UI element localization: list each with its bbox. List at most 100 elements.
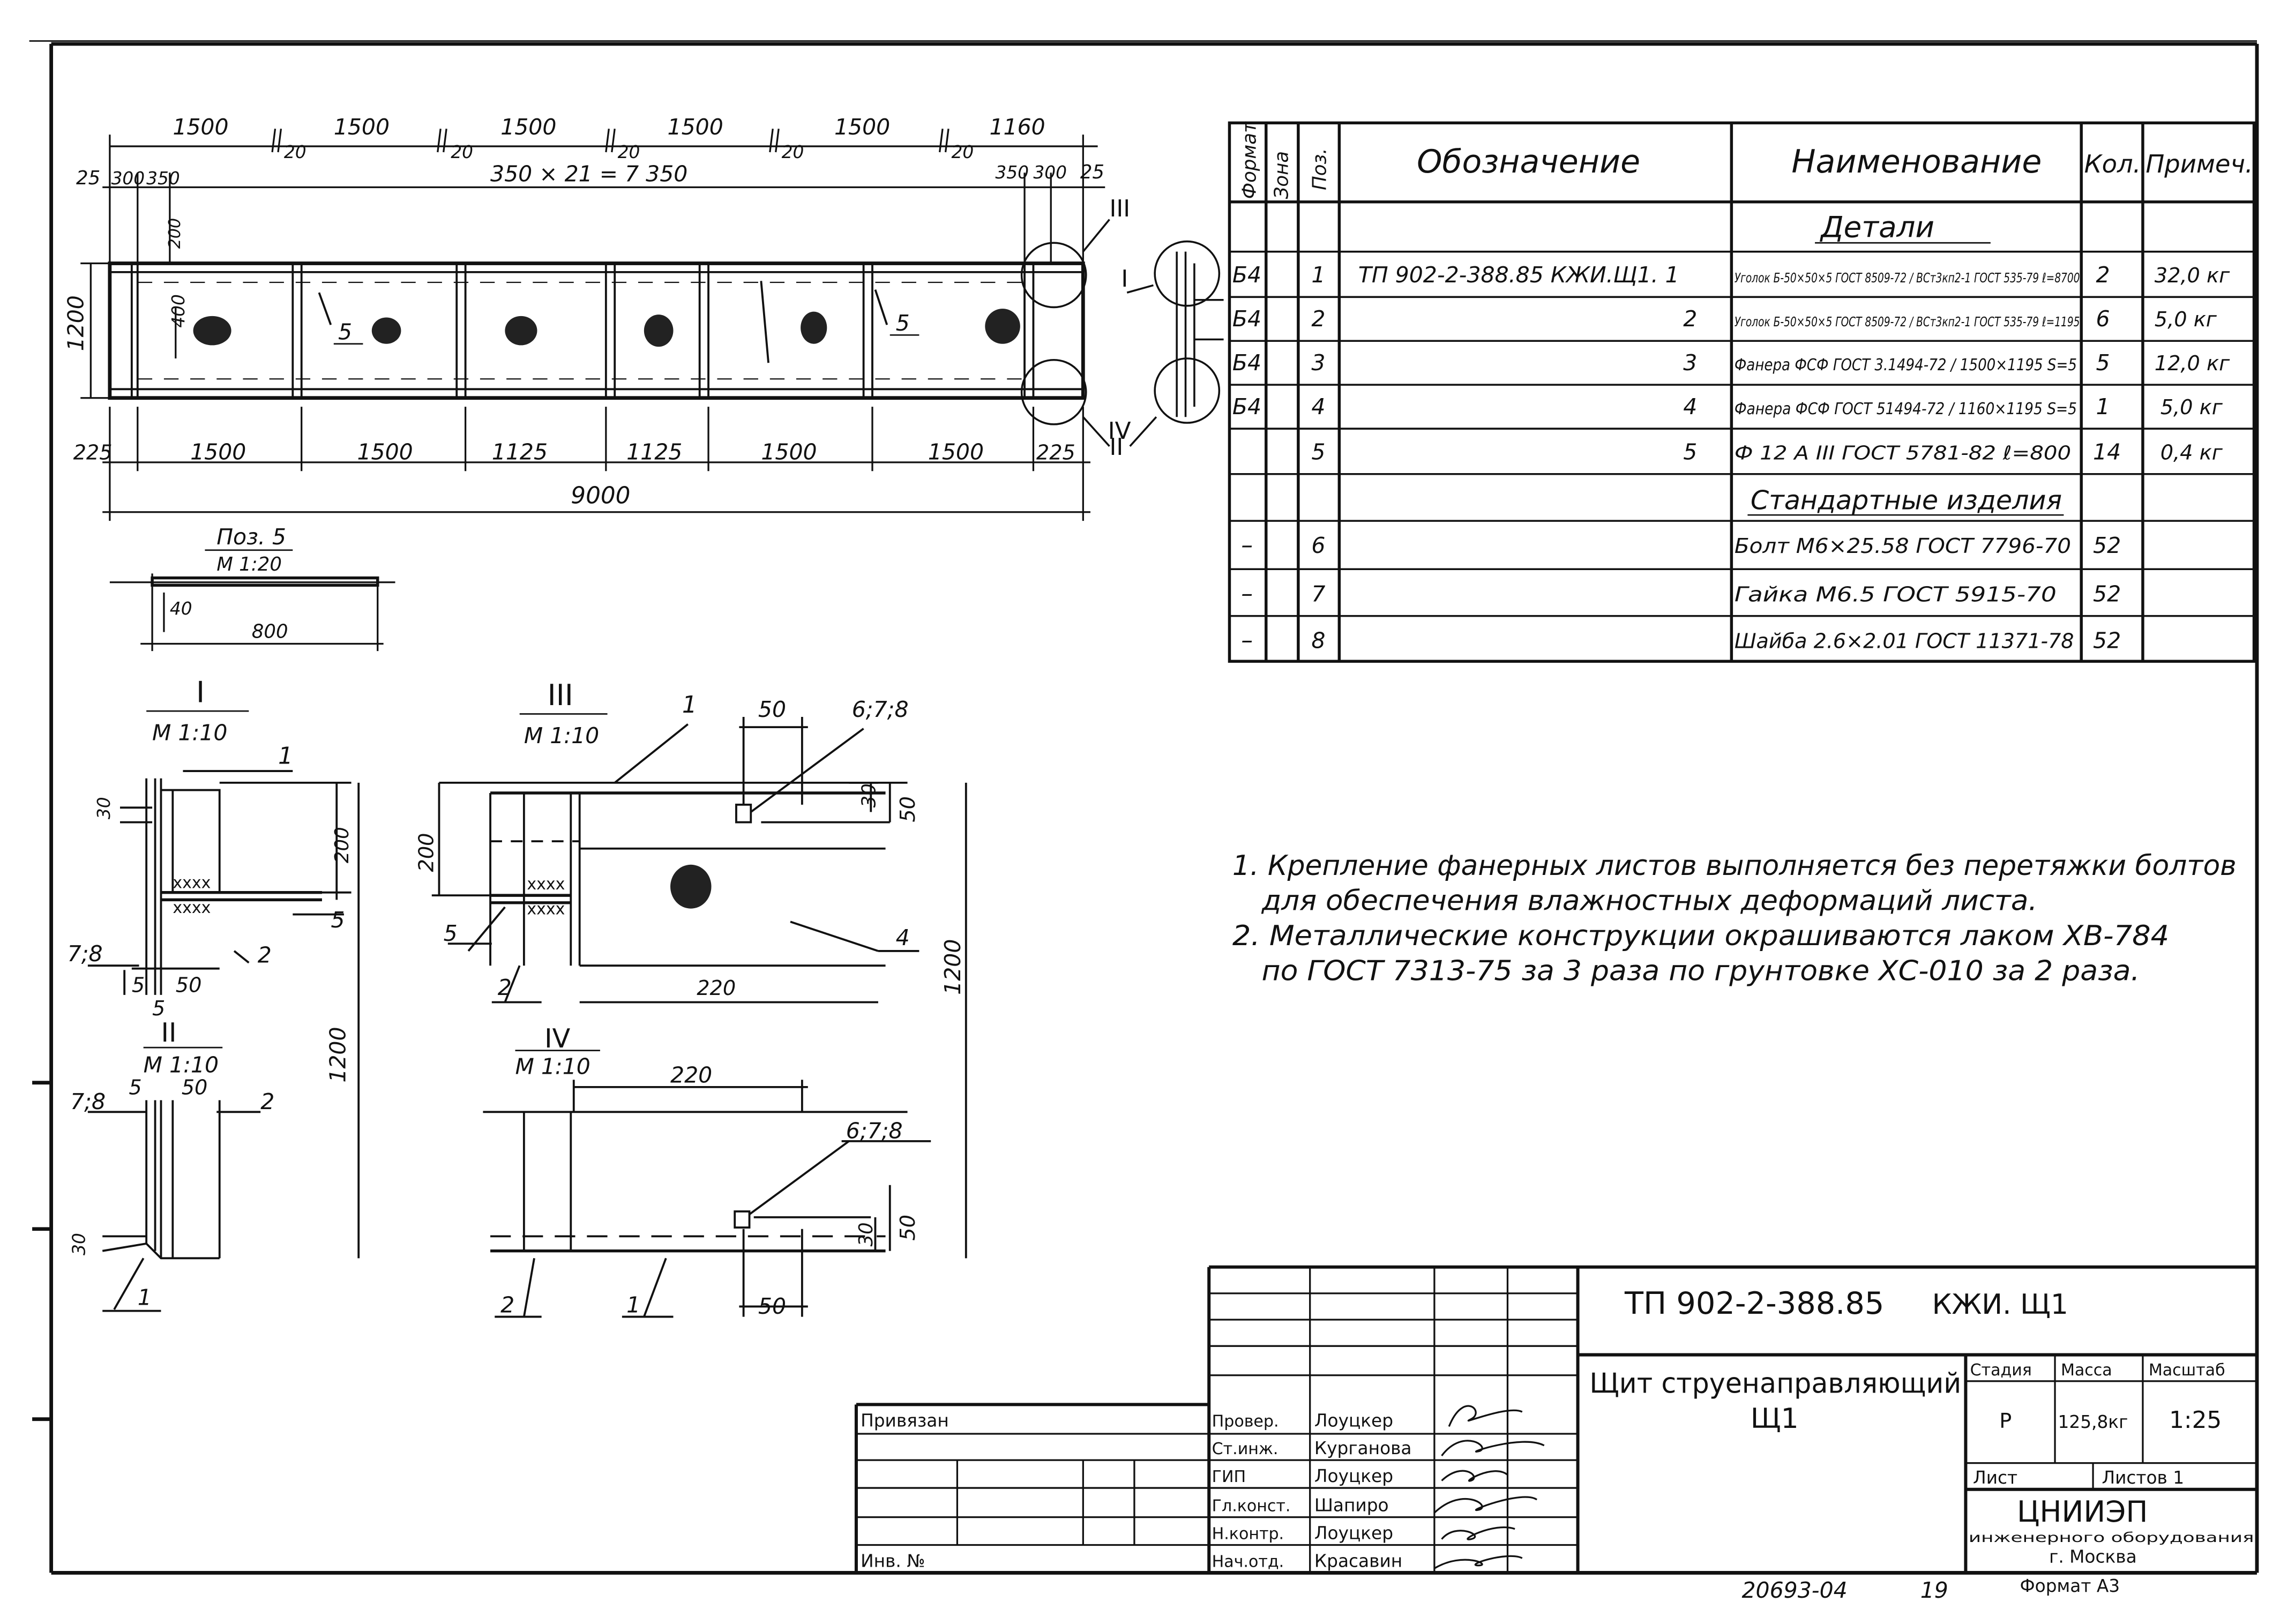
section-details: Детали	[1820, 209, 1934, 244]
detI-5: 5	[331, 907, 345, 933]
dim-total-9000: 9000	[571, 482, 630, 509]
tb-code: ТП 902-2-388.85	[1624, 1285, 1884, 1321]
row4-pos: 4	[1311, 394, 1325, 420]
detIII-weld1: xxxx	[527, 875, 565, 894]
row4-note: 5,0 кг	[2161, 396, 2223, 420]
row7-fmt: –	[1241, 580, 1253, 607]
detI-5b: 5	[132, 974, 145, 997]
detI-78: 7;8	[68, 941, 103, 967]
tb-bound: Привязан	[861, 1410, 949, 1431]
tb-name-5: Лоуцкер	[1314, 1523, 1393, 1544]
row1-designation: ТП 902-2-388.85 КЖИ.Щ1. 1	[1358, 262, 1679, 288]
detIII-200: 200	[415, 833, 439, 872]
row2-pos: 2	[1311, 306, 1325, 332]
row8-fmt: –	[1241, 627, 1253, 654]
table-row: Б4 2 2 Уголок Б-50×50×5 ГОСТ 8509-72 / В…	[1232, 306, 2217, 332]
tb-name-2: Курганова	[1314, 1438, 1412, 1458]
detI-weld2: xxxx	[173, 899, 211, 917]
tb-scale: 1:25	[2169, 1406, 2222, 1434]
dim-bot-1500d: 1500	[928, 439, 984, 465]
general-notes: 1. Крепление фанерных листов выполняется…	[1232, 850, 2237, 987]
dim-right-25: 25	[1080, 161, 1104, 183]
tb-name: Щит струенаправляющий	[1589, 1368, 1961, 1400]
dim-top-2: 1500	[334, 114, 390, 140]
detI-2: 2	[258, 942, 272, 968]
section-standard: Стандартные изделия	[1751, 484, 2062, 515]
hdr-qty: Кол.	[2084, 149, 2141, 178]
span-formula: 350 × 21 = 7 350	[490, 161, 687, 187]
detII-1: 1	[138, 1285, 152, 1311]
row6-pos: 6	[1311, 533, 1325, 558]
detIV-220: 220	[670, 1062, 712, 1088]
detIII-1: 1	[682, 691, 697, 719]
tb-role-2: Ст.инж.	[1212, 1440, 1279, 1458]
row4-fmt: Б4	[1232, 394, 1261, 420]
row6-name: Болт М6×25.58 ГОСТ 7796-70	[1735, 535, 2071, 558]
height-1200: 1200	[63, 295, 89, 351]
detIV-scale: М 1:10	[515, 1053, 590, 1079]
tb-org2: инженерного оборудования	[1969, 1530, 2254, 1545]
dim-left-25: 25	[76, 167, 100, 189]
dim-left-300: 300	[111, 168, 145, 189]
tb-org3: г. Москва	[2049, 1546, 2137, 1567]
row5-name: Ф 12 А III ГОСТ 5781-82 ℓ=800	[1735, 442, 2071, 464]
hdr-name: Наименование	[1791, 143, 2042, 181]
detI-1200: 1200	[325, 1027, 351, 1082]
hole-markers	[193, 309, 1020, 347]
dim-bot-1500b: 1500	[357, 439, 413, 465]
row7-name: Гайка М6.5 ГОСТ 5915-70	[1735, 583, 2057, 607]
detII-scale: М 1:10	[144, 1052, 219, 1078]
dim-top-4: 1500	[668, 114, 723, 140]
tb-org: ЦНИИЭП	[2017, 1494, 2148, 1529]
detII-5: 5	[129, 1076, 141, 1100]
detII-title: II	[161, 1017, 176, 1048]
table-row: Б4 1 ТП 902-2-388.85 КЖИ.Щ1. 1 Уголок Б-…	[1232, 262, 2230, 288]
row5-designation: 5	[1683, 439, 1697, 465]
detI-200: 200	[331, 827, 353, 863]
detail-I: I М 1:10 xxxx xxxx 1 30 200	[68, 675, 360, 1259]
table-row: Б4 4 4 Фанера ФСФ ГОСТ 51494-72 / 1160×1…	[1232, 394, 2223, 420]
main-elevation: 1500 1500 1500 1500 1500 1160 20 20 20 2…	[63, 114, 1224, 521]
detIII-220: 220	[697, 977, 736, 1000]
hdr-pos: Поз.	[1309, 148, 1331, 190]
tb-doc-no: 20693-04	[1741, 1577, 1847, 1603]
note-line-1: 1. Крепление фанерных листов выполняется…	[1232, 850, 2237, 882]
detIV-title: IV	[544, 1023, 571, 1054]
row2-note: 5,0 кг	[2155, 308, 2217, 332]
tb-page-no: 19	[1920, 1577, 1948, 1603]
row4-name: Фанера ФСФ ГОСТ 51494-72 / 1160×1195 S=5	[1735, 400, 2077, 418]
detIV-50: 50	[896, 1215, 920, 1241]
dim-left-350: 350	[146, 168, 180, 189]
detail-IV: IV М 1:10 220 6;7;8 30	[483, 1023, 931, 1319]
title-block: ТП 902-2-388.85 КЖИ. Щ1 Щит струенаправл…	[854, 1265, 2257, 1603]
row3-fmt: Б4	[1232, 350, 1261, 376]
tb-role-6: Нач.отд.	[1212, 1553, 1284, 1571]
callout-5b: 5	[896, 310, 910, 336]
pos5-40: 40	[170, 598, 192, 619]
dim-top-6: 1160	[989, 114, 1045, 140]
row5-note: 0,4 кг	[2161, 441, 2223, 465]
roman-II: II	[1109, 433, 1123, 461]
gap-2: 20	[451, 142, 473, 162]
detI-30: 30	[94, 797, 114, 819]
note-line-2: для обеспечения влажностных деформаций л…	[1261, 885, 2038, 917]
row1-fmt: Б4	[1232, 262, 1261, 288]
dim-bot-1125b: 1125	[626, 439, 682, 465]
detII-2: 2	[260, 1089, 274, 1114]
row2-designation: 2	[1683, 306, 1697, 332]
dim-bot-225a: 225	[73, 441, 113, 465]
tb-name2: Щ1	[1751, 1403, 1799, 1435]
tb-sheets: Листов 1	[2102, 1468, 2184, 1488]
pos5-scale: М 1:20	[216, 553, 282, 575]
detII-30: 30	[69, 1233, 89, 1255]
roman-I: I	[1121, 265, 1128, 293]
spec-table: Формат Зона Поз. Обозначение Наименовани…	[1228, 121, 2256, 663]
tb-name-6: Красавин	[1314, 1551, 1402, 1571]
dim-top-3: 1500	[500, 114, 556, 140]
detIII-1200: 1200	[940, 939, 966, 995]
tb-role-5: Н.контр.	[1212, 1525, 1284, 1544]
tb-name-4: Шапиро	[1314, 1495, 1389, 1516]
row2-qty: 6	[2096, 306, 2110, 332]
detIII-50: 50	[758, 697, 786, 722]
